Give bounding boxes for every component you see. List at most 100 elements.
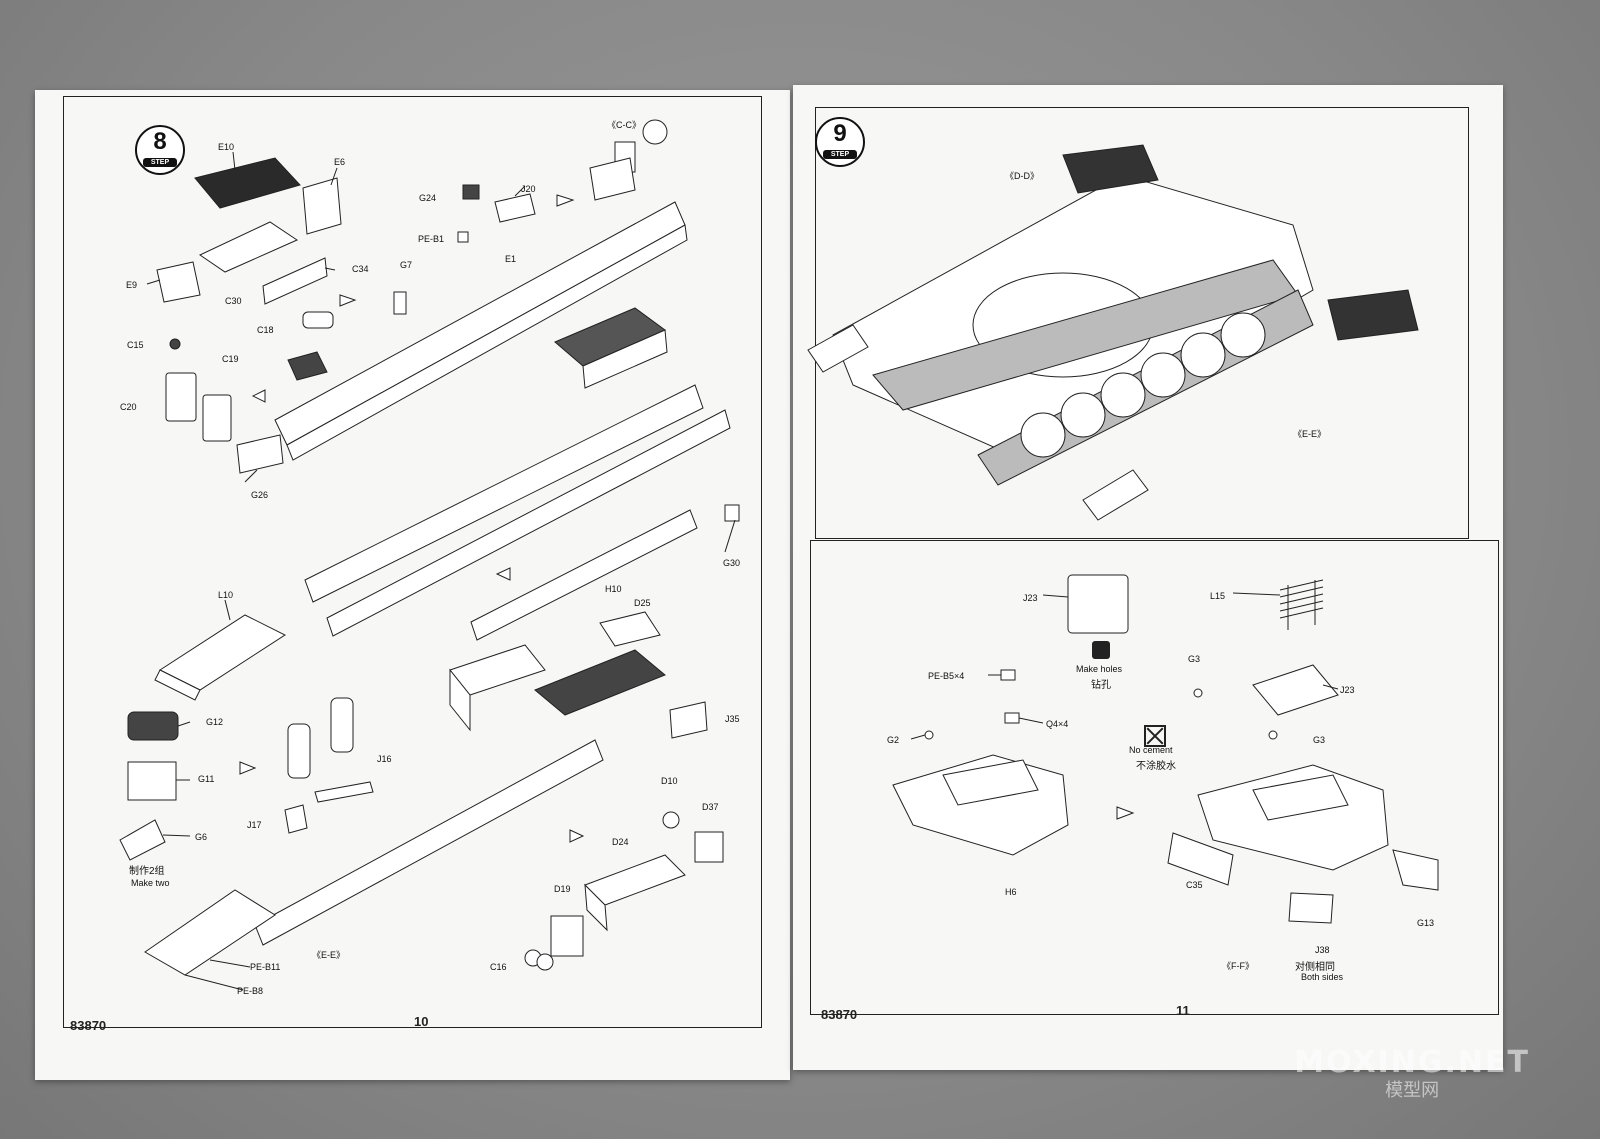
part-cc-wheel xyxy=(642,119,668,145)
part-front-grille xyxy=(1327,289,1419,341)
part-g6 xyxy=(119,819,166,861)
part-c19 xyxy=(202,394,232,442)
part-e9 xyxy=(156,261,201,303)
label-j16: J16 xyxy=(377,754,392,764)
arrow-icon xyxy=(251,389,266,403)
watermark-sub: 模型网 xyxy=(1385,1080,1440,1100)
label-c30: C30 xyxy=(225,296,242,306)
no-cement-icon xyxy=(1144,725,1166,747)
label-l10: L10 xyxy=(218,590,234,600)
label-g7: G7 xyxy=(400,260,413,270)
step-number: 9 xyxy=(833,120,847,147)
label-l15: L15 xyxy=(1210,591,1226,601)
step-8-badge: 8 STEP xyxy=(135,125,185,175)
part-c20 xyxy=(165,372,197,422)
part-g2 xyxy=(924,730,934,740)
label-j17: J17 xyxy=(247,820,262,830)
part-e6 xyxy=(302,177,342,235)
both-sides-en: Both sides xyxy=(1301,972,1344,982)
part-g26 xyxy=(236,434,284,474)
label-c20: C20 xyxy=(120,402,137,412)
road-wheel xyxy=(1220,312,1266,358)
part-lower-grille xyxy=(534,649,666,716)
make-holes-cn: 钻孔 xyxy=(1091,680,1111,691)
part-c35 xyxy=(1167,832,1234,886)
arrow-icon xyxy=(556,194,575,207)
part-c16b xyxy=(536,953,554,971)
catalog-number: 83870 xyxy=(70,1018,107,1033)
part-g7 xyxy=(393,291,407,315)
page-number: 11 xyxy=(1176,1003,1190,1018)
label-pe-b8: PE-B8 xyxy=(237,986,264,996)
step-9-frame-bottom xyxy=(810,540,1499,1015)
label-e10: E10 xyxy=(218,142,235,152)
label-c19: C19 xyxy=(222,354,239,364)
part-e10 xyxy=(194,157,301,209)
label-d10: D10 xyxy=(661,776,678,786)
make-holes-en: Make holes xyxy=(1076,664,1123,674)
label-e1: E1 xyxy=(505,254,517,264)
no-cement-cn: 不涂胶水 xyxy=(1136,761,1176,772)
label-g2: G2 xyxy=(887,735,900,745)
road-wheel xyxy=(1100,372,1146,418)
step-number: 8 xyxy=(153,128,167,155)
part-pe-b1 xyxy=(457,231,469,243)
step-9-assembly-drawing xyxy=(807,144,1439,924)
part-g12 xyxy=(127,711,179,741)
label-c16: C16 xyxy=(490,962,507,972)
road-wheel xyxy=(1140,352,1186,398)
make-two-cn: 制作2组 xyxy=(129,866,165,877)
label-h6: H6 xyxy=(1005,887,1017,897)
part-rear-ramp xyxy=(1082,469,1149,521)
make-two-en: Make two xyxy=(131,878,170,888)
part-c34 xyxy=(262,257,328,305)
part-j35 xyxy=(669,701,708,739)
part-q4 xyxy=(1004,712,1020,724)
step-word: STEP xyxy=(143,158,177,167)
part-lower-ramp xyxy=(144,889,276,976)
label-e9: E9 xyxy=(126,280,138,290)
no-cement-en: No cement xyxy=(1129,745,1173,755)
part-c18-box xyxy=(287,351,328,381)
catalog-number: 83870 xyxy=(821,1007,858,1022)
part-j38 xyxy=(1288,892,1334,924)
part-hull-mid xyxy=(304,384,704,603)
part-g13 xyxy=(1392,849,1439,891)
part-g3a xyxy=(1193,688,1203,698)
part-j17 xyxy=(284,804,308,834)
label-e6: E6 xyxy=(334,157,346,167)
label-g3-bottom: G3 xyxy=(1313,735,1326,745)
part-j20 xyxy=(494,193,536,223)
arrow-icon xyxy=(339,294,357,307)
label-g3-top: G3 xyxy=(1188,654,1201,664)
label-c18: C18 xyxy=(257,325,274,335)
part-g3b xyxy=(1268,730,1278,740)
step-8-frame xyxy=(63,96,762,1028)
label-section-ee: 《E-E》 xyxy=(312,950,346,960)
drill-icon xyxy=(1092,641,1110,659)
label-c15: C15 xyxy=(127,340,144,350)
part-track-link-2 xyxy=(330,697,354,753)
left-page: 8 STEP xyxy=(35,90,790,1080)
road-wheel xyxy=(1180,332,1226,378)
label-j23-plate: J23 xyxy=(1023,593,1038,603)
arrow-icon xyxy=(495,567,511,581)
label-g13: G13 xyxy=(1417,918,1435,928)
label-pe-b1: PE-B1 xyxy=(418,234,445,244)
both-sides-cn: 对侧相同 xyxy=(1295,962,1335,973)
part-d10 xyxy=(662,811,680,829)
label-j20: J20 xyxy=(521,184,536,194)
label-g24: G24 xyxy=(419,193,437,203)
label-section-cc: 《C-C》 xyxy=(607,120,641,130)
part-pe-b5 xyxy=(1000,669,1016,681)
part-d19 xyxy=(550,915,584,957)
part-g24 xyxy=(462,184,480,200)
label-q4: Q4×4 xyxy=(1046,719,1069,729)
step-9-badge: 9 STEP xyxy=(815,117,865,167)
part-track-link-1 xyxy=(287,723,311,779)
part-c30 xyxy=(198,221,299,273)
label-j23-assembly: J23 xyxy=(1340,685,1355,695)
part-g11 xyxy=(127,761,177,801)
label-h10: H10 xyxy=(605,584,622,594)
road-wheel xyxy=(1020,412,1066,458)
